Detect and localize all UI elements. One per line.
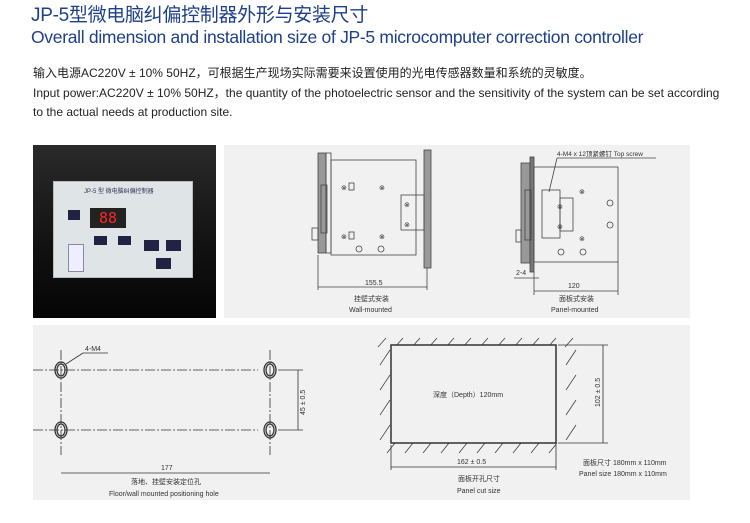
- desc-en-2: to the actual needs at production site.: [33, 105, 233, 119]
- svg-text:⊗: ⊗: [379, 234, 385, 241]
- hole-en: Floor/wall mounted positioning hole: [109, 491, 219, 498]
- cut-en: Panel cut size: [457, 488, 501, 495]
- title-en: Overall dimension and installation size …: [31, 27, 644, 47]
- cut-cn: 面板开孔尺寸: [458, 474, 500, 483]
- svg-text:⊗: ⊗: [579, 189, 585, 196]
- wall-cn: 挂壁式安装: [354, 294, 389, 303]
- mounting-diagram-panel: ⊗ ⊗ ⊗ ⊗ ⊗ ⊗ 155.5 挂壁式安装 Wall-mounted ⊗ ⊗ ⊗…: [224, 145, 690, 318]
- panel-mount-en: Panel-mounted: [551, 307, 599, 314]
- wall-en: Wall-mounted: [349, 307, 392, 314]
- gap-dim: 2-4: [516, 270, 526, 277]
- panel-size-en: Panel size 180mm x 110mm: [579, 471, 667, 478]
- svg-text:⊗: ⊗: [341, 234, 347, 241]
- svg-text:⊗: ⊗: [404, 222, 410, 229]
- hole-cut-diagram-panel: 4-M4 45 ± 0.5 177 落地、挂壁安装定位孔 Floor/wall …: [33, 325, 690, 500]
- hole-label: 4-M4: [85, 346, 101, 353]
- desc-en-1: Input power:AC220V ± 10% 50HZ，the quanti…: [33, 86, 720, 100]
- title-cn: JP-5型微电脑纠偏控制器外形与安装尺寸: [31, 5, 369, 26]
- hole-vdim: 45 ± 0.5: [300, 390, 307, 415]
- svg-text:⊗: ⊗: [557, 224, 563, 231]
- device-model: JP-5 型 微电脑纠偏控制器: [84, 189, 154, 195]
- hole-cn: 落地、挂壁安装定位孔: [131, 477, 201, 486]
- svg-text:⊗: ⊗: [341, 185, 347, 192]
- svg-text:⊗: ⊗: [404, 202, 410, 209]
- controller-photo: JP-5 型 微电脑纠偏控制器 88: [33, 145, 216, 318]
- cut-hdim: 162 ± 0.5: [457, 459, 486, 466]
- wall-dim: 155.5: [365, 280, 383, 287]
- device-display: 88: [90, 208, 126, 228]
- desc-cn: 输入电源AC220V ± 10% 50HZ，可根据生产现场实际需要来设置使用的光…: [33, 66, 592, 80]
- cut-depth: 深度（Depth）120mm: [433, 390, 503, 399]
- wall-hatch: [317, 152, 327, 254]
- cut-vdim: 102 ± 0.5: [595, 378, 602, 407]
- svg-text:⊗: ⊗: [557, 204, 563, 211]
- panel-cutout: [390, 344, 557, 444]
- top-screw-label: 4-M4 x 12顶紧螺钉 Top screw: [557, 149, 643, 158]
- panel-mount-cn: 面板式安装: [559, 294, 594, 303]
- svg-text:⊗: ⊗: [379, 185, 385, 192]
- svg-text:⊗: ⊗: [579, 236, 585, 243]
- panel-size-cn: 面板尺寸 180mm x 110mm: [583, 458, 667, 467]
- hole-hdim: 177: [161, 465, 173, 472]
- panel-dim: 120: [568, 283, 580, 290]
